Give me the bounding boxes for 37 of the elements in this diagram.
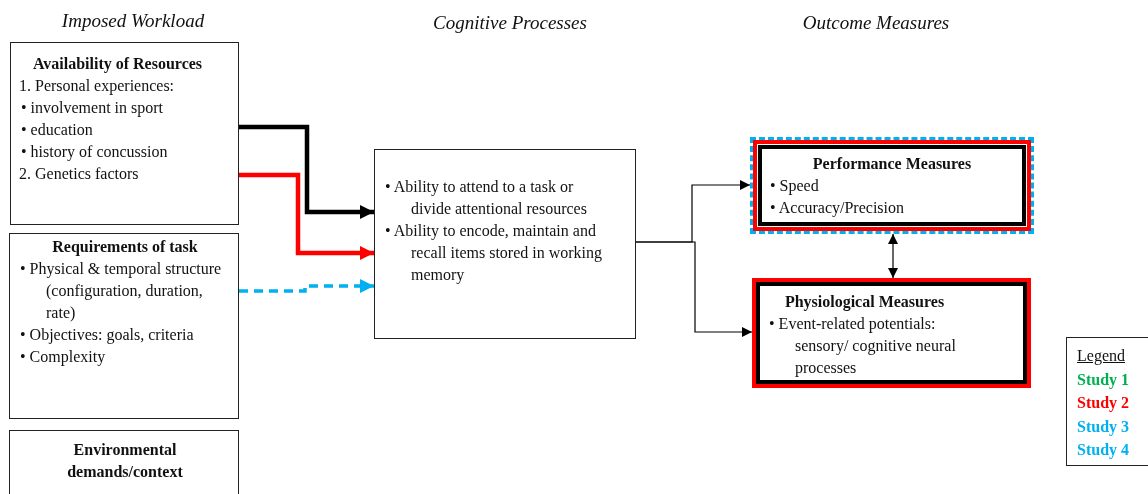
arrow (239, 124, 374, 219)
cognitive-processes-box (374, 149, 636, 339)
bullet-item: • Speed (769, 176, 820, 197)
bullet-item: • Complexity (19, 347, 107, 368)
box-heading: Environmental demands/context (66, 440, 184, 482)
arrow (239, 279, 374, 293)
legend-entry: Study 3 (1077, 416, 1130, 438)
legend-entry: Study 1 (1077, 369, 1130, 391)
box-heading: Requirements of task (51, 237, 199, 258)
column-heading: Outcome Measures (802, 12, 950, 34)
box-heading: Availability of Resources (31, 54, 204, 75)
performance-measures-box (750, 137, 1034, 234)
legend-entry: Study 2 (1077, 393, 1130, 414)
arrow (239, 172, 374, 260)
resources-box (10, 42, 239, 225)
column-heading: Cognitive Processes (433, 12, 587, 34)
arrow (888, 233, 898, 279)
legend-entry: Study 4 (1077, 440, 1130, 461)
bullet-item: • Accuracy/Precision (769, 198, 905, 219)
task-requirements-box (9, 233, 239, 419)
bullet-item: • Physical & temporal structure (configuration, duration, rate) (19, 259, 223, 324)
list-item: 2. Genetics factors (19, 164, 140, 184)
bullet-item: • involvement in sport (20, 98, 165, 119)
physiological-measures-box (752, 278, 1031, 388)
bullet-item: • Event-related potentials: sensory/ cognitive neural processes (768, 314, 957, 379)
column-heading: Imposed Workload (61, 10, 205, 32)
bullet-item: • education (20, 120, 94, 140)
legend-title: Legend (1077, 346, 1125, 367)
box-heading: Performance Measures (811, 154, 973, 174)
bullet-item: • Objectives: goals, criteria (19, 325, 195, 346)
arrow (635, 241, 753, 337)
bullet-item: • Ability to encode, maintain and recall items stored in working memory (384, 221, 604, 286)
environment-box (9, 430, 239, 494)
bullet-item: • Ability to attend to a task or divide attentional resources (384, 177, 588, 219)
list-item: 1. Personal experiences: (19, 76, 176, 97)
box-heading: Physiological Measures (783, 292, 946, 313)
bullet-item: • history of concussion (20, 142, 169, 163)
